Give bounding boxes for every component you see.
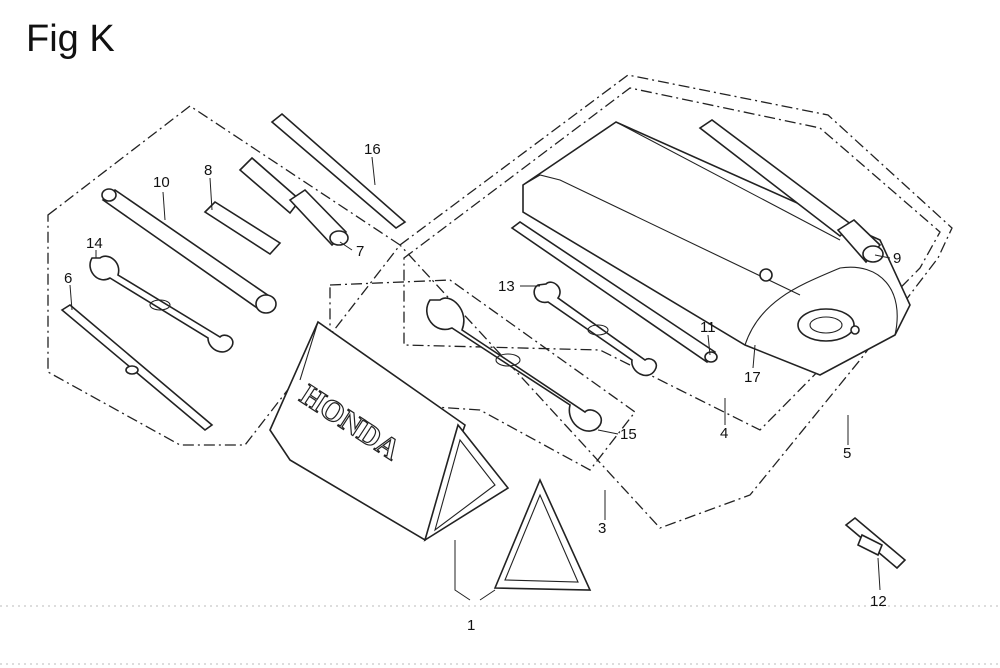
callout-11: 11 xyxy=(700,319,716,336)
leader-6 xyxy=(69,284,73,311)
screwdriver-bit-16 xyxy=(270,112,407,230)
callout-12: 12 xyxy=(870,593,887,610)
wrench-14 xyxy=(89,255,234,353)
callout-16: 16 xyxy=(364,141,381,158)
tool-bag: HONDA xyxy=(269,320,510,542)
callout-13: 13 xyxy=(498,278,515,295)
box-spanner-9 xyxy=(698,119,884,264)
callout-4: 4 xyxy=(720,425,728,442)
box-spanner-10 xyxy=(101,188,277,314)
callout-1: 1 xyxy=(467,617,475,634)
leader-16 xyxy=(371,156,376,186)
figure-title: Fig K xyxy=(26,18,115,60)
leader-17 xyxy=(752,344,756,369)
callout-9: 9 xyxy=(893,250,901,267)
leader-10 xyxy=(162,191,166,221)
leader-15 xyxy=(597,429,619,435)
screwdriver-6 xyxy=(60,304,214,432)
leader-11 xyxy=(707,334,711,356)
screwdriver-handle-7 xyxy=(238,156,349,247)
leader-1 xyxy=(454,540,496,601)
leader-7 xyxy=(339,241,353,251)
callout-3: 3 xyxy=(598,520,606,537)
callout-10: 10 xyxy=(153,174,170,191)
leader-8 xyxy=(209,177,213,211)
group-outline-5 xyxy=(399,74,953,529)
leader-12 xyxy=(877,557,881,591)
group-outline-4 xyxy=(403,87,941,431)
callout-14: 14 xyxy=(86,235,103,252)
wrench-15 xyxy=(426,297,603,432)
screwdriver-bit-8 xyxy=(203,200,282,256)
bag-end-cap xyxy=(493,477,592,591)
tommy-bar xyxy=(510,221,718,364)
callout-5: 5 xyxy=(843,445,851,462)
tool-roll xyxy=(522,121,911,376)
callout-6: 6 xyxy=(64,270,72,287)
callout-15: 15 xyxy=(620,426,637,443)
callout-17: 17 xyxy=(744,369,761,386)
spark-plug xyxy=(844,516,907,570)
callout-7: 7 xyxy=(356,243,364,260)
leader-9 xyxy=(874,254,891,259)
callout-8: 8 xyxy=(204,162,212,179)
wrench-13 xyxy=(533,281,658,377)
